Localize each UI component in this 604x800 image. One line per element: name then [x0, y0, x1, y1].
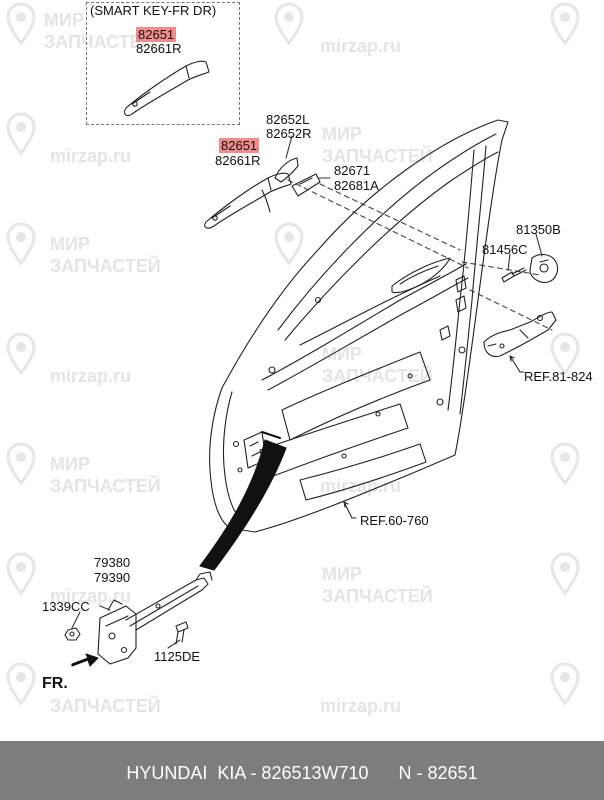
watermark-line2: ЗАПЧАСТЕЙ [50, 696, 161, 716]
watermark-pin-icon [550, 662, 580, 706]
latch-drawing [529, 253, 559, 283]
watermark-pin-icon [550, 2, 580, 46]
ref-60760-leader [343, 501, 357, 519]
part-label-82661r[interactable]: 82661R [215, 153, 261, 168]
watermark-line1: МИР [322, 124, 362, 144]
watermark-line1: МИР [322, 564, 362, 584]
outside-handle-drawing [204, 172, 292, 229]
part-label-82651[interactable]: 82651 [219, 138, 260, 153]
check-strap-band [199, 439, 287, 571]
part-label-79380[interactable]: 79380 [94, 555, 131, 570]
bolt-drawing [501, 267, 527, 283]
part-label-1339cc[interactable]: 1339CC [42, 599, 90, 614]
watermark-line2: ЗАПЧАСТЕЙ [322, 586, 433, 606]
part-label-82651-smart[interactable]: 82651 [136, 27, 177, 42]
handle-cover-drawing [274, 157, 321, 197]
checker-bolt-drawing [175, 621, 189, 645]
watermark-pin-icon [6, 222, 36, 266]
watermark-pin-icon [6, 112, 36, 156]
part-label-81456c[interactable]: 81456C [482, 242, 528, 257]
watermark-line1: МИР [50, 454, 90, 474]
ref-81824-arrowhead [509, 355, 515, 362]
watermark-pin-icon [274, 222, 304, 266]
watermark-pin-icon [550, 332, 580, 376]
watermark-pin-icon [6, 662, 36, 706]
part-label-82652r[interactable]: 82652R [266, 126, 312, 141]
watermark-site: mirzap.ru [50, 586, 132, 606]
ref-81824-leader [509, 355, 525, 373]
watermark-line1: МИР [322, 344, 362, 364]
part-label-1125de[interactable]: 1125DE [154, 649, 201, 664]
watermark-pin-icon [6, 552, 36, 596]
watermark-pin-icon [6, 332, 36, 376]
watermark-pin-icon [6, 2, 36, 46]
latch-assembly-drawing [483, 311, 557, 358]
part-label-82681a[interactable]: 82681A [334, 178, 379, 193]
part-label-82671[interactable]: 82671 [334, 163, 371, 178]
watermark-pin-icon [550, 552, 580, 596]
part-label-81350b[interactable]: 81350B [516, 222, 561, 237]
watermark-pin-icon [550, 442, 580, 486]
watermark-line2: ЗАПЧАСТЕЙ [44, 32, 155, 52]
part-label-79390[interactable]: 79390 [94, 570, 131, 585]
door-checker-drawing [97, 571, 213, 665]
footer-bar [0, 741, 604, 800]
footer-part-info: HYUNDAI KIA - 826513W710 N - 82651 [126, 763, 478, 783]
watermark-line2: ЗАПЧАСТЕЙ [322, 146, 433, 166]
nut-drawing [64, 627, 81, 641]
ref-label-81-824[interactable]: REF.81-824 [524, 369, 593, 384]
part-label-82652l[interactable]: 82652L [266, 112, 310, 127]
smart-key-handle-drawing [124, 60, 210, 117]
watermark-site: mirzap.ru [320, 696, 402, 716]
ref-60760-arrowhead [343, 501, 349, 508]
watermark-site: mirzap.ru [320, 36, 402, 56]
watermark-site: mirzap.ru [50, 366, 132, 386]
watermark-line2: ЗАПЧАСТЕЙ [50, 256, 161, 276]
door-line-art [64, 60, 559, 667]
watermark-pin-icon [274, 2, 304, 46]
smart-key-frame [86, 2, 240, 125]
watermark-line1: МИР [50, 234, 90, 254]
part-label-82661r-smart[interactable]: 82661R [136, 41, 182, 56]
watermark-site: mirzap.ru [50, 146, 132, 166]
label-leaders [71, 135, 543, 649]
fr-arrow-icon [71, 653, 99, 667]
door-panel-drawing [209, 119, 509, 533]
watermark-line2: ЗАПЧАСТЕЙ [50, 476, 161, 496]
front-direction-label: FR. [42, 675, 68, 692]
watermark-pin-icon [6, 442, 36, 486]
watermark-line1: МИР [44, 10, 84, 30]
ref-label-60-760[interactable]: REF.60-760 [360, 513, 429, 528]
smart-key-title: (SMART KEY-FR DR) [90, 3, 217, 18]
